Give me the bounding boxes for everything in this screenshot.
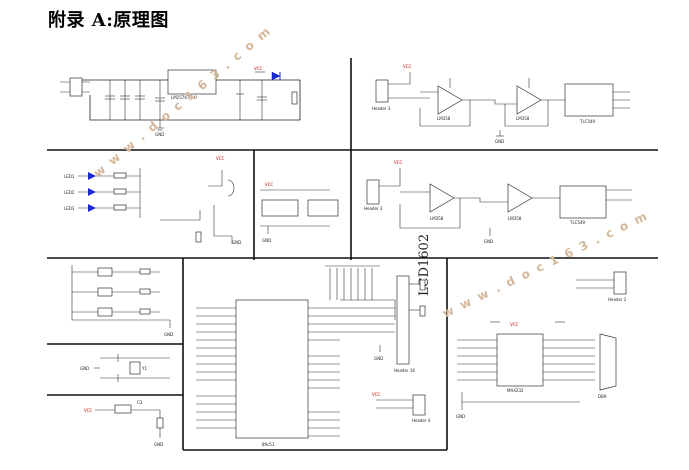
led-1-label: LED1	[64, 174, 75, 179]
vcc-label-power: VCC	[254, 66, 263, 71]
led-section: LED1 LED2 LED3 VCC GND	[64, 156, 241, 245]
vcc-label-serial: VCC	[510, 322, 519, 327]
led-2-label: LED2	[64, 190, 75, 195]
gnd-label-serial: GND	[456, 414, 465, 419]
amplifier-section-2: Header 3 VCC LM358 LM358 TLC549 GND	[364, 160, 632, 244]
gnd-label-amp2: GND	[484, 239, 493, 244]
page-title: 附录 A:原理图	[48, 10, 169, 31]
vcc-label-amp1: VCC	[403, 64, 412, 69]
comparator-label-b: LM358	[516, 116, 530, 121]
section-separators	[47, 58, 658, 451]
header-2-label: Header 2	[608, 297, 627, 302]
gnd-label-amp1: GND	[495, 139, 504, 144]
watermark-right: w w w . d o c 1 6 3 . c o m	[440, 208, 651, 320]
vcc-label-buzzer: VCC	[216, 156, 225, 161]
gnd-label-crystal: GND	[80, 366, 89, 371]
gnd-label-buzzer: GND	[232, 240, 241, 245]
serial-section: Header 2 MAX232 DB9 GND VCC	[456, 271, 627, 419]
comparator-label-d: LM358	[508, 216, 522, 221]
amp-chip-label-2: TLC549	[569, 220, 586, 225]
gnd-label-osc: GND	[262, 238, 271, 243]
gnd-label-power: GND	[155, 132, 164, 137]
header-4-section: Header 4 VCC	[372, 392, 431, 423]
watermark-left: w w w . d o c 1 6 3 . c o m	[91, 23, 274, 180]
power-supply-section: LM2576T-5.0 VCC GND	[60, 66, 301, 137]
mcu-label: 89c51	[262, 442, 275, 447]
watermarks: w w w . d o c 1 6 3 . c o m w w w . d o …	[91, 23, 651, 320]
led-3-label: LED3	[64, 206, 75, 211]
gnd-label-reset: GND	[154, 442, 163, 447]
header-3-label-b: Header 3	[364, 206, 383, 211]
gnd-label-lcd: GND	[374, 356, 383, 361]
keys-section: GND	[71, 265, 173, 337]
vcc-label-amp2: VCC	[394, 160, 403, 165]
amp-chip-label: TLC549	[579, 119, 596, 124]
header-16-label: Header 16	[394, 368, 415, 373]
header-3-label-a: Header 3	[372, 106, 391, 111]
crystal-section: Y1 GND	[80, 354, 170, 382]
reset-cap-label: C3	[137, 400, 143, 405]
comparator-label-c: LM358	[430, 216, 444, 221]
connector-label: DB9	[598, 394, 607, 399]
comparator-label-a: LM358	[437, 116, 451, 121]
header-4-label: Header 4	[412, 418, 431, 423]
crystal-label: Y1	[141, 366, 147, 371]
uart-chip-label: MAX232	[507, 388, 524, 393]
gnd-label-keys: GND	[164, 332, 173, 337]
mcu-section: 89c51	[196, 265, 396, 447]
vcc-label-osc: VCC	[265, 182, 274, 187]
vcc-label-reset: VCC	[84, 408, 93, 413]
reset-section: C3 VCC GND	[84, 400, 164, 447]
vcc-label-header4: VCC	[372, 392, 381, 397]
power-module-label: LM2576T-5.0	[171, 95, 197, 100]
oscillator-section: GND VCC	[260, 182, 339, 243]
amplifier-section-1: Header 3 VCC LM358 LM358 TLC549 GND	[372, 64, 630, 144]
lcd-section: LCD1602 Header 16 GND	[374, 234, 432, 373]
